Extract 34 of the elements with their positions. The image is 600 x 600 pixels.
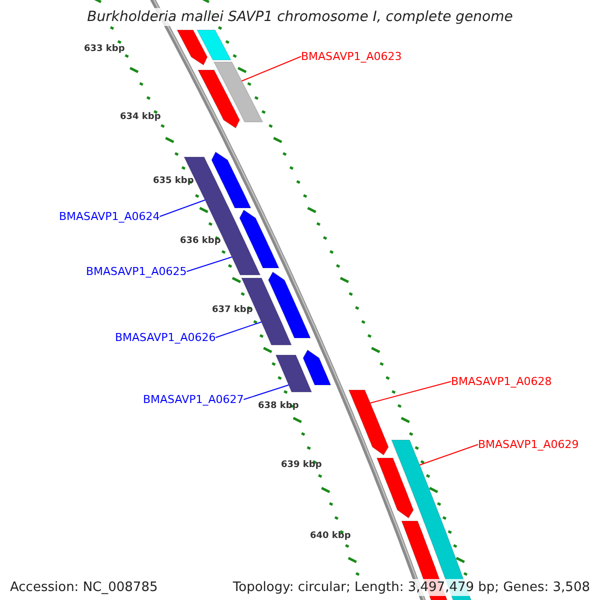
leader-line	[186, 256, 232, 272]
gene-block	[197, 70, 240, 129]
gene-label: BMASAVP1_A0623	[301, 50, 402, 63]
gene-label: BMASAVP1_A0624	[59, 210, 160, 223]
gene-block	[239, 209, 280, 268]
leader-line	[243, 384, 290, 400]
info-text: Accession: NC_008785	[8, 579, 160, 596]
gene-block	[268, 271, 312, 338]
gene-block	[302, 349, 332, 386]
leader-line	[419, 444, 478, 466]
gene-block	[211, 151, 252, 208]
gene-bar	[196, 30, 232, 60]
gene-label: BMASAVP1_A0627	[143, 393, 244, 406]
gene-block	[348, 390, 389, 456]
scale-label: 633 kbp	[84, 44, 125, 54]
leader-line	[159, 200, 206, 217]
scale-label: 634 kbp	[120, 112, 161, 122]
gene-label: BMASAVP1_A0626	[115, 331, 216, 344]
gene-block	[176, 30, 208, 66]
gene-bar	[213, 62, 264, 122]
scale-label: 639 kbp	[281, 460, 322, 470]
gene-label: BMASAVP1_A0629	[478, 438, 579, 451]
gene-bar	[275, 354, 312, 392]
scale-label: 635 kbp	[153, 176, 194, 186]
scale-label: 640 kbp	[310, 531, 351, 541]
gene-block	[376, 458, 414, 519]
gene-label: BMASAVP1_A0625	[86, 265, 187, 278]
info-text: Topology: circular; Length: 3,497,479 bp; Genes: 3,508	[230, 579, 592, 596]
scale-label: 636 kbp	[180, 236, 221, 246]
gene-label: BMASAVP1_A0628	[451, 375, 552, 388]
leader-line	[241, 56, 302, 82]
scale-label: 638 kbp	[258, 401, 299, 411]
leader-line	[370, 381, 452, 404]
scale-label: 637 kbp	[212, 305, 253, 315]
